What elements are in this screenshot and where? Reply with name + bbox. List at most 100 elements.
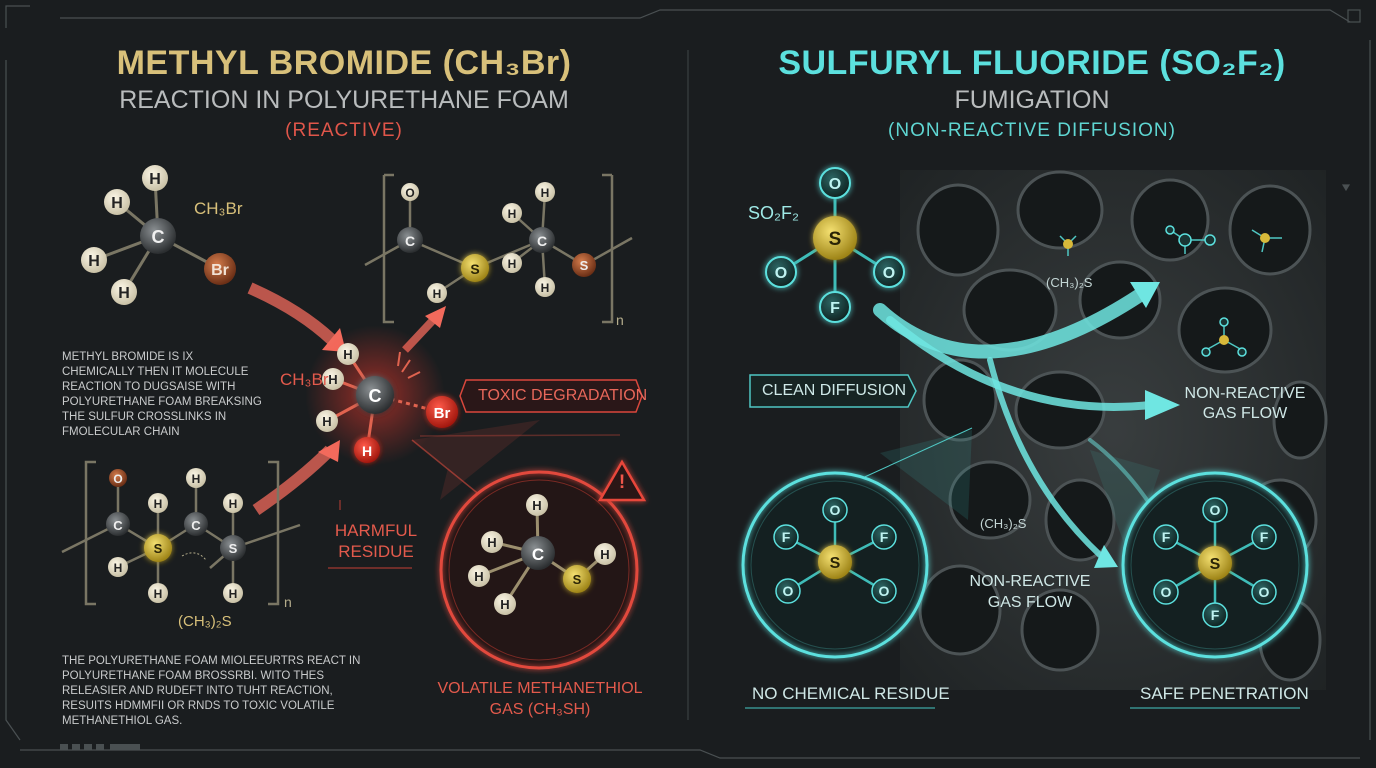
svg-text:C: C (152, 227, 165, 247)
foam-texture (900, 170, 1328, 690)
svg-text:Br: Br (434, 405, 451, 422)
flow-label-1-line1: NON-REACTIVE (1184, 385, 1306, 402)
zoom-cone (412, 420, 540, 500)
right-tag: (NON-REACTIVE DIFFUSION) (888, 120, 1176, 141)
svg-text:F: F (880, 529, 889, 545)
frame-tick-marks (60, 744, 140, 750)
svg-text:S: S (470, 261, 479, 277)
svg-text:H: H (149, 171, 161, 188)
ch3br-molecule-label: CH₃Br (194, 199, 243, 218)
svg-text:Br: Br (211, 262, 229, 279)
upper-chain-atoms: O C S H H H C H H S (397, 182, 596, 303)
toxic-degradation-badge: TOXIC DEGRADATION (478, 387, 648, 404)
warning-glyph: ! (618, 472, 626, 493)
svg-text:H: H (362, 443, 372, 459)
svg-text:O: O (829, 176, 841, 193)
svg-text:S: S (229, 541, 238, 556)
svg-text:C: C (405, 233, 415, 249)
lower-polymer-chain (61, 460, 301, 606)
svg-text:O: O (405, 186, 414, 200)
flow-label-2-line1: NON-REACTIVE (969, 573, 1091, 590)
flow-label-1-line2: GAS FLOW (1202, 405, 1288, 422)
ch3br-atoms: H H H H C Br (81, 165, 236, 305)
svg-text:H: H (118, 285, 130, 302)
methanethiol-circle-bg (441, 472, 637, 668)
no-chemical-residue-label: NO CHEMICAL RESIDUE (752, 684, 950, 703)
harmful-residue-label: HARMFUL RESIDUE (326, 520, 426, 562)
svg-text:H: H (343, 347, 352, 362)
svg-text:H: H (433, 287, 442, 301)
right-zoom-cone (1090, 450, 1160, 560)
methanethiol-gas-label-line2: GAS (CH₃SH) (489, 701, 591, 718)
right-subtitle: FUMIGATION (954, 86, 1110, 114)
harmful-residue-text: HARMFUL RESIDUE (334, 521, 418, 561)
svg-text:H: H (474, 569, 483, 584)
methanethiol-circle-ring (439, 470, 639, 670)
svg-text:C: C (369, 386, 382, 406)
center-molecule-label: CH₃Br (280, 370, 329, 389)
svg-text:H: H (88, 253, 100, 270)
svg-text:H: H (114, 561, 123, 575)
left-tag: (REACTIVE) (285, 120, 403, 141)
svg-text:S: S (154, 541, 163, 556)
svg-text:F: F (1162, 529, 1171, 545)
left-paragraph-2: THE POLYURETHANE FOAM MIOLEEURTRS REACT … (62, 655, 361, 727)
svg-text:F: F (782, 529, 791, 545)
svg-text:H: H (600, 547, 609, 562)
left-zoom-molecule-atoms: O F F O O S (773, 497, 897, 604)
toxic-badge-shape (459, 379, 643, 413)
svg-text:H: H (328, 372, 337, 387)
svg-text:O: O (113, 472, 122, 486)
cyan-arrowheads (1094, 282, 1180, 568)
flow-label-2-line2: GAS FLOW (987, 594, 1073, 611)
left-zoom-cone (880, 430, 972, 520)
svg-text:O: O (879, 583, 890, 599)
foam-label-1: (CH₃)₂S (1046, 275, 1093, 290)
lower-chain-subscript: n (284, 594, 292, 610)
svg-text:C: C (113, 518, 123, 533)
svg-text:O: O (775, 265, 787, 282)
svg-text:F: F (830, 300, 840, 317)
svg-text:H: H (508, 207, 517, 221)
small-foam-molecules (1059, 225, 1282, 357)
clean-diffusion-badge-shape (749, 374, 917, 408)
svg-text:S: S (573, 572, 582, 587)
right-zoom-circle-ring (1121, 471, 1309, 659)
svg-text:H: H (322, 414, 331, 429)
svg-text:H: H (229, 587, 238, 601)
svg-text:O: O (783, 583, 794, 599)
frame-lines (5, 5, 1371, 759)
svg-text:O: O (1259, 584, 1270, 600)
lower-chain-atoms: O C H H S H H C H S H (106, 468, 246, 603)
break-sparks (397, 351, 421, 379)
lower-chain-label: (CH₃)₂S (178, 613, 232, 630)
methanethiol-gas-label-line1: VOLATILE METHANETHIOL (437, 680, 643, 697)
svg-text:C: C (532, 545, 544, 564)
svg-text:O: O (1210, 502, 1221, 518)
cyan-flow-arrows (873, 288, 1162, 558)
svg-text:S: S (829, 229, 842, 250)
svg-text:S: S (580, 258, 589, 273)
left-title: METHYL BROMIDE (CH₃Br) (116, 44, 572, 82)
svg-text:H: H (487, 535, 496, 550)
svg-text:C: C (537, 233, 547, 249)
svg-text:H: H (111, 195, 123, 212)
methanethiol-atoms: H H H H H C S (468, 494, 616, 615)
right-zoom-molecule-atoms: O F F O O F S (1153, 497, 1277, 628)
left-subtitle: REACTION IN POLYURETHANE FOAM (119, 86, 569, 114)
svg-text:O: O (1161, 584, 1172, 600)
left-zoom-circle-ring (741, 471, 929, 659)
warning-icon (597, 459, 647, 502)
svg-text:F: F (1211, 607, 1220, 623)
svg-text:H: H (154, 587, 163, 601)
svg-text:S: S (830, 555, 841, 572)
svg-text:H: H (500, 597, 509, 612)
svg-text:H: H (541, 186, 550, 200)
svg-text:C: C (191, 518, 201, 533)
harmful-residue-decor (328, 500, 412, 569)
svg-text:H: H (508, 257, 517, 271)
foam-label-2: (CH₃)₂S (980, 516, 1027, 531)
so2f2-molecule-label: SO₂F₂ (748, 203, 799, 223)
svg-text:H: H (192, 472, 201, 486)
